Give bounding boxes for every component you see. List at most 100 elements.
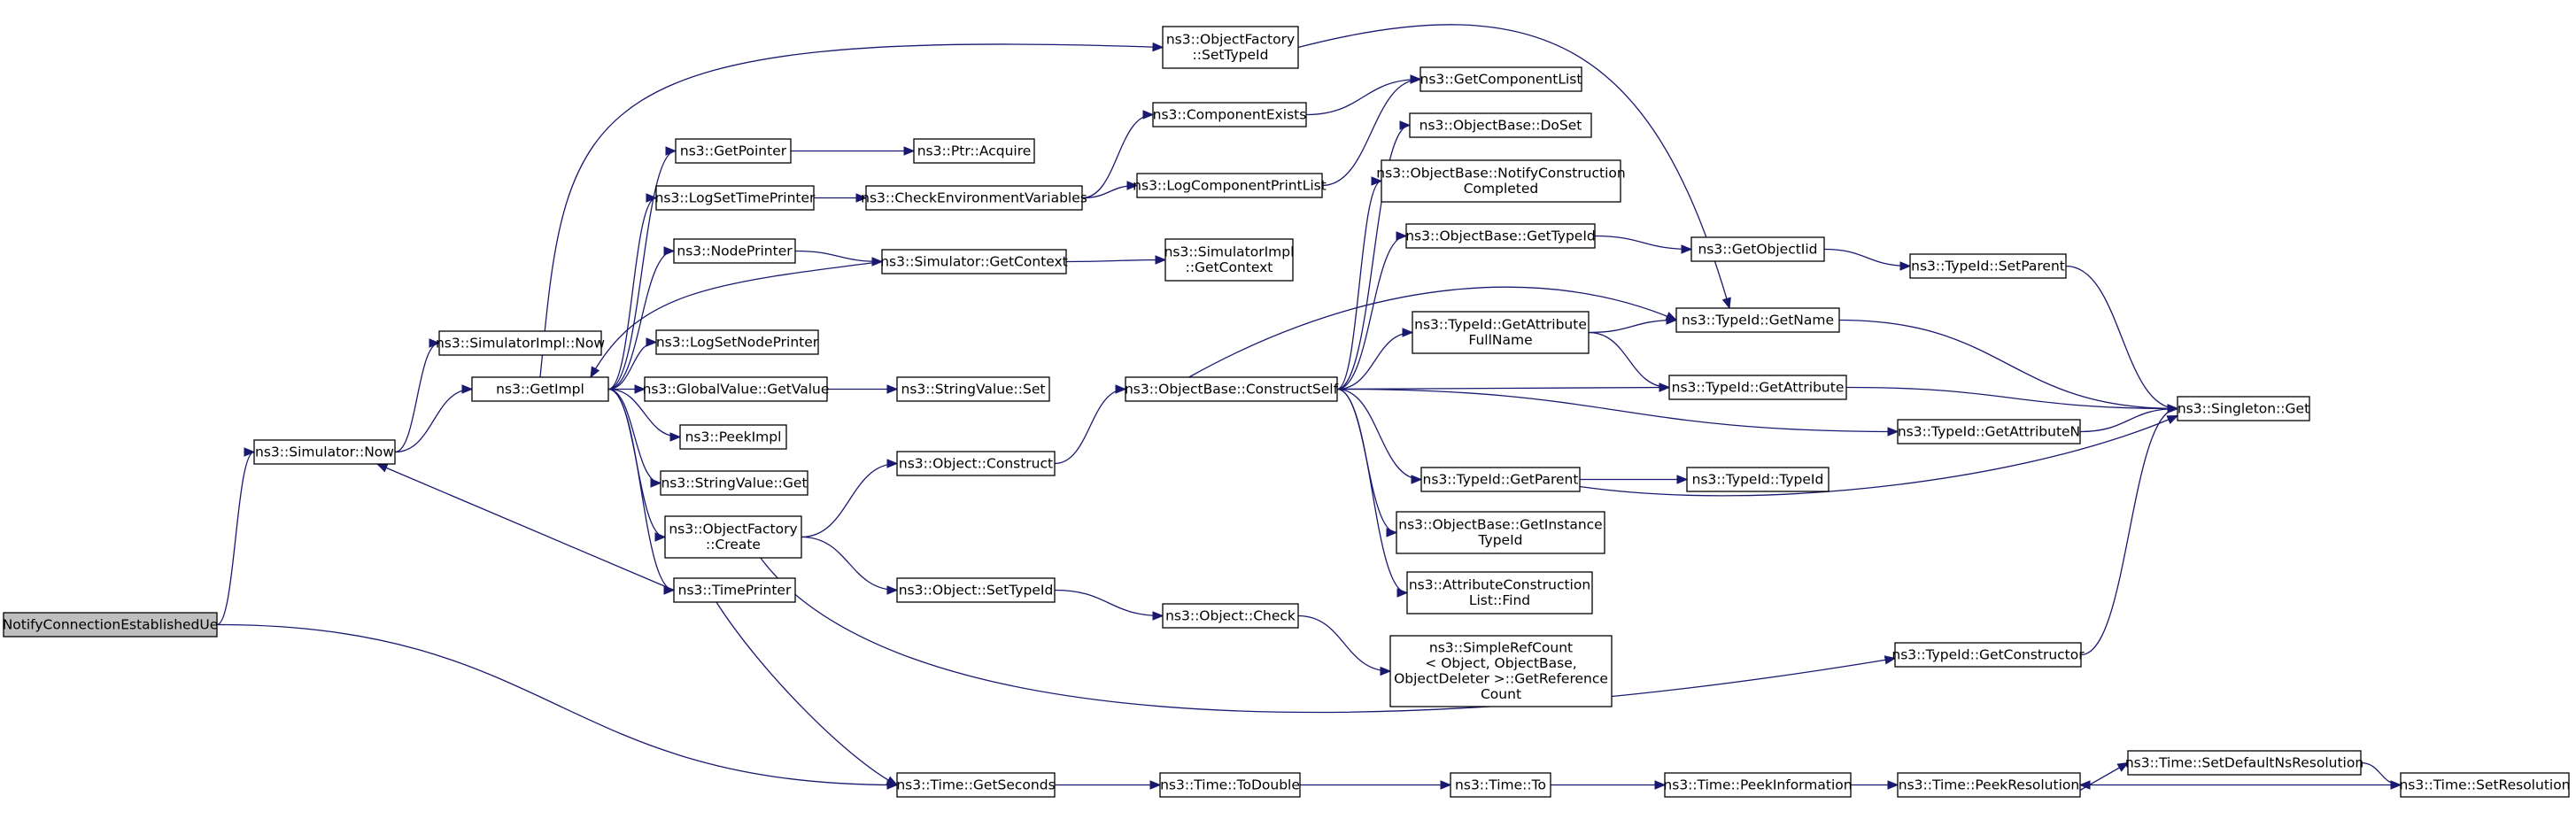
node-box[interactable]	[2127, 750, 2362, 776]
node-checkenv[interactable]: ns3::CheckEnvironmentVariables	[861, 185, 1087, 211]
node-box[interactable]	[1396, 511, 1605, 554]
node-box[interactable]	[881, 249, 1067, 274]
node-objcheck[interactable]: ns3::Object::Check	[1162, 603, 1299, 629]
node-timeto[interactable]: ns3::Time::To	[1450, 772, 1551, 798]
node-box[interactable]	[1420, 467, 1581, 492]
node-box[interactable]	[2400, 772, 2570, 798]
node-timeprinter[interactable]: ns3::TimePrinter	[673, 577, 796, 603]
node-obconstructself[interactable]: ns3::ObjectBase::ConstructSelf	[1125, 376, 1339, 402]
node-box[interactable]	[471, 376, 609, 402]
node-getimpl[interactable]: ns3::GetImpl	[471, 376, 609, 402]
node-box[interactable]	[655, 329, 819, 355]
node-label: ns3::Ptr::Acquire	[917, 143, 1032, 158]
node-timepeekinfo[interactable]: ns3::Time::PeekInformation	[1663, 772, 1853, 798]
node-box[interactable]	[896, 772, 1056, 798]
node-box[interactable]	[865, 185, 1083, 211]
node-peekimpl[interactable]: ns3::PeekImpl	[679, 424, 787, 450]
node-tidgetattr[interactable]: ns3::TypeId::GetAttribute	[1668, 375, 1847, 400]
node-box[interactable]	[896, 376, 1050, 402]
node-box[interactable]	[664, 515, 802, 559]
node-svset[interactable]: ns3::StringValue::Set	[896, 376, 1050, 402]
node-tidgetattrn[interactable]: ns3::TypeId::GetAttributeN	[1897, 419, 2081, 444]
node-timesetres[interactable]: ns3::Time::SetResolution	[2399, 772, 2571, 798]
node-box[interactable]	[2177, 396, 2310, 421]
node-box[interactable]	[679, 424, 787, 450]
node-obgettypeid[interactable]: ns3::ObjectBase::GetTypeId	[1405, 223, 1596, 249]
node-box[interactable]	[675, 138, 792, 164]
node-box[interactable]	[1675, 307, 1840, 333]
node-box[interactable]	[1909, 253, 2067, 279]
node-box[interactable]	[1152, 102, 1307, 128]
node-tidgetname[interactable]: ns3::TypeId::GetName	[1675, 307, 1840, 333]
node-box[interactable]	[1450, 772, 1551, 798]
node-timetodouble[interactable]: ns3::Time::ToDouble	[1159, 772, 1301, 798]
node-box[interactable]	[1162, 26, 1299, 69]
node-simgetctx[interactable]: ns3::Simulator::GetContext	[880, 249, 1068, 274]
node-box[interactable]	[896, 451, 1056, 476]
node-box[interactable]	[1897, 772, 2081, 798]
node-box[interactable]	[1686, 467, 1830, 492]
node-timesetdefault[interactable]: ns3::Time::SetDefaultNsResolution	[2125, 750, 2363, 776]
node-box[interactable]	[660, 470, 808, 496]
node-objsettypeid[interactable]: ns3::Object::SetTypeId	[896, 577, 1056, 603]
node-box[interactable]	[896, 577, 1056, 603]
node-tidgetctor[interactable]: ns3::TypeId::GetConstructor	[1891, 642, 2085, 668]
node-box[interactable]	[1409, 112, 1592, 138]
node-box[interactable]	[1164, 238, 1294, 282]
node-tidgetparent[interactable]: ns3::TypeId::GetParent	[1420, 467, 1581, 492]
node-box[interactable]	[1405, 223, 1596, 249]
node-box[interactable]	[1894, 642, 2082, 668]
node-ofcreate[interactable]: ns3::ObjectFactory::Create	[664, 515, 802, 559]
node-nodeprinter[interactable]: ns3::NodePrinter	[673, 238, 796, 264]
node-box[interactable]	[655, 185, 815, 211]
node-simimplgetctx[interactable]: ns3::SimulatorImpl::GetContext	[1164, 238, 1295, 282]
node-root[interactable]: NotifyConnectionEstablishedUe	[3, 612, 219, 638]
node-tidtypeid[interactable]: ns3::TypeId::TypeId	[1686, 467, 1830, 492]
node-box[interactable]	[1420, 66, 1582, 92]
node-box[interactable]	[253, 439, 396, 465]
node-ofsettypeid[interactable]: ns3::ObjectFactory::SetTypeId	[1162, 26, 1299, 69]
node-box[interactable]	[644, 376, 828, 402]
node-box[interactable]	[673, 577, 796, 603]
node-box[interactable]	[1406, 571, 1593, 614]
node-box[interactable]	[913, 138, 1035, 164]
node-box[interactable]	[1162, 603, 1299, 629]
node-tidsetparent[interactable]: ns3::TypeId::SetParent	[1909, 253, 2067, 279]
node-box[interactable]	[1412, 311, 1590, 354]
node-getpointer[interactable]: ns3::GetPointer	[675, 138, 792, 164]
node-box[interactable]	[1389, 635, 1613, 707]
node-svget[interactable]: ns3::StringValue::Get	[660, 470, 808, 496]
node-logsettime[interactable]: ns3::LogSetTimePrinter	[655, 185, 816, 211]
node-box[interactable]	[438, 330, 602, 356]
node-box[interactable]	[673, 238, 796, 264]
node-box[interactable]	[1668, 375, 1847, 400]
node-logsetnode[interactable]: ns3::LogSetNodePrinter	[655, 329, 819, 355]
node-simimplnow[interactable]: ns3::SimulatorImpl::Now	[436, 330, 605, 356]
node-simnow[interactable]: ns3::Simulator::Now	[253, 439, 396, 465]
node-box[interactable]	[1136, 173, 1323, 198]
node-box[interactable]	[1690, 236, 1825, 262]
node-ptracquire[interactable]: ns3::Ptr::Acquire	[913, 138, 1035, 164]
node-box[interactable]	[1159, 772, 1301, 798]
node-obnotify[interactable]: ns3::ObjectBase::NotifyConstructionCompl…	[1376, 159, 1626, 203]
node-label: ns3::TypeId::GetAttributeN	[1898, 423, 2080, 439]
node-box[interactable]	[3, 612, 218, 638]
node-getobjectiid[interactable]: ns3::GetObjectIid	[1690, 236, 1825, 262]
node-singletonget[interactable]: ns3::Singleton::Get	[2177, 396, 2310, 421]
node-box[interactable]	[1125, 376, 1338, 402]
node-obdoset[interactable]: ns3::ObjectBase::DoSet	[1409, 112, 1592, 138]
node-box[interactable]	[1664, 772, 1852, 798]
node-getcomplist[interactable]: ns3::GetComponentList	[1420, 66, 1582, 92]
node-gvgetvalue[interactable]: ns3::GlobalValue::GetValue	[643, 376, 830, 402]
node-compexists[interactable]: ns3::ComponentExists	[1152, 102, 1307, 128]
node-getseconds[interactable]: ns3::Time::GetSeconds	[896, 772, 1056, 798]
node-logcompprint[interactable]: ns3::LogComponentPrintList	[1133, 173, 1327, 198]
node-box[interactable]	[1897, 419, 2081, 444]
node-timepeekres[interactable]: ns3::Time::PeekResolution	[1897, 772, 2081, 798]
node-box[interactable]	[1381, 159, 1621, 203]
node-simplerefcount[interactable]: ns3::SimpleRefCount< Object, ObjectBase,…	[1389, 635, 1613, 707]
node-objconstruct[interactable]: ns3::Object::Construct	[896, 451, 1056, 476]
